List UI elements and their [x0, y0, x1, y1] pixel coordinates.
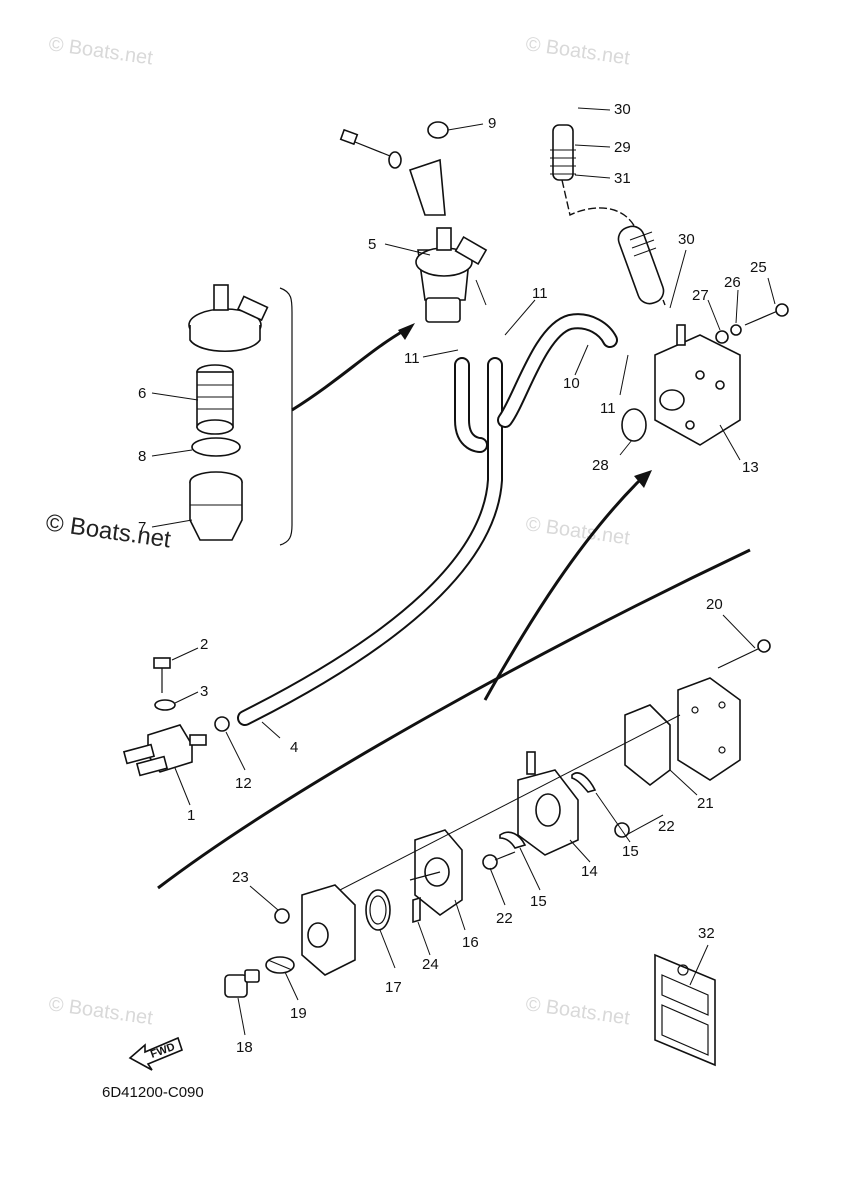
callout-11-right: 11 [600, 400, 616, 417]
callout-6: 6 [138, 385, 146, 402]
leader-lines [151, 107, 776, 1036]
hose-10-inner [499, 315, 616, 426]
assembly-axis [339, 714, 681, 891]
callout-31: 31 [614, 170, 631, 187]
watermark-bottom-left: © Boats.net [47, 993, 154, 1029]
callout-7: 7 [138, 519, 146, 536]
callout-11-top: 11 [532, 285, 548, 302]
watermark-bottom-right: © Boats.net [524, 993, 631, 1029]
callout-5: 5 [368, 236, 376, 253]
fwd-arrow: FWD [128, 1036, 183, 1071]
callout-15-left: 15 [530, 893, 547, 910]
bolt-20 [717, 639, 771, 669]
fuel-joint [122, 724, 207, 777]
callout-22-right: 22 [658, 818, 675, 835]
watermark-strong: © Boats.net [44, 509, 173, 553]
bolt-2 [153, 657, 171, 693]
filter-bracket [279, 287, 293, 546]
watermark-mid-right: © Boats.net [524, 513, 631, 549]
diaphragm-21 [624, 704, 671, 787]
callout-19: 19 [290, 1005, 307, 1022]
callout-29: 29 [614, 139, 631, 156]
arrow-to-filter-head [398, 323, 415, 340]
callout-28: 28 [592, 457, 609, 474]
hose-joint-29 [550, 124, 576, 181]
filter-element [196, 364, 234, 435]
fuel-pump-top [621, 324, 741, 446]
washer-3 [154, 699, 176, 711]
nut-23 [274, 908, 290, 924]
callout-12: 12 [235, 775, 252, 792]
watermark-top-right: © Boats.net [524, 33, 631, 69]
arrow-to-filter [291, 328, 406, 412]
arrow-to-pump-head [634, 470, 652, 488]
washer-27 [715, 330, 729, 344]
pin-24 [412, 896, 421, 924]
spring-17 [365, 889, 391, 931]
hose-main-inner [239, 359, 501, 724]
callout-30-mid: 30 [678, 231, 695, 248]
callout-13: 13 [742, 459, 759, 476]
diaphragm-16 [409, 829, 463, 916]
hose-u-loop-inner [456, 359, 486, 451]
clip-12 [214, 716, 230, 732]
callout-21: 21 [697, 795, 714, 812]
callout-17: 17 [385, 979, 402, 996]
callout-22-left: 22 [496, 910, 513, 927]
callout-20: 20 [706, 596, 723, 613]
screw-22-left [482, 851, 516, 870]
callout-26: 26 [724, 274, 741, 291]
callout-labels: 9 5 6 8 7 30 29 31 30 11 11 10 11 28 13 … [138, 101, 767, 1056]
pump-cover [677, 677, 741, 781]
callout-2: 2 [200, 636, 208, 653]
filter-bowl [189, 471, 243, 541]
callout-23: 23 [232, 869, 249, 886]
callout-18: 18 [236, 1039, 253, 1056]
spring-19 [265, 956, 295, 974]
callout-10: 10 [563, 375, 580, 392]
filter-cap [188, 284, 269, 353]
fuel-filter-assembly [339, 121, 488, 323]
valve-15-lower [499, 831, 527, 849]
filter-o-ring [191, 437, 241, 457]
callout-4: 4 [290, 739, 298, 756]
callout-32: 32 [698, 925, 715, 942]
divider-curve [157, 548, 751, 890]
plunger-18 [224, 969, 260, 998]
watermark-top-left: © Boats.net [47, 33, 154, 69]
bolt-25 [744, 303, 789, 326]
callout-3: 3 [200, 683, 208, 700]
callout-9: 9 [488, 115, 496, 132]
washer-26 [730, 324, 742, 336]
callout-27: 27 [692, 287, 709, 304]
pump-base [301, 884, 356, 976]
callout-14: 14 [581, 863, 598, 880]
watermarks: © Boats.net © Boats.net © Boats.net © Bo… [44, 33, 631, 1029]
callout-15-right: 15 [622, 843, 639, 860]
callout-8: 8 [138, 448, 146, 465]
primer-bulb-connector [617, 225, 665, 305]
callout-24: 24 [422, 956, 439, 973]
valve-15-upper [571, 772, 597, 793]
arrow-to-pump [483, 478, 642, 701]
pump-body-14 [517, 751, 579, 856]
callout-16: 16 [462, 934, 479, 951]
caution-label [654, 953, 716, 1067]
diagram-code: 6D41200-C090 [102, 1084, 204, 1101]
callout-30-top: 30 [614, 101, 631, 118]
callout-1: 1 [187, 807, 195, 824]
callout-11-left: 11 [404, 350, 420, 367]
callout-25: 25 [750, 259, 767, 276]
